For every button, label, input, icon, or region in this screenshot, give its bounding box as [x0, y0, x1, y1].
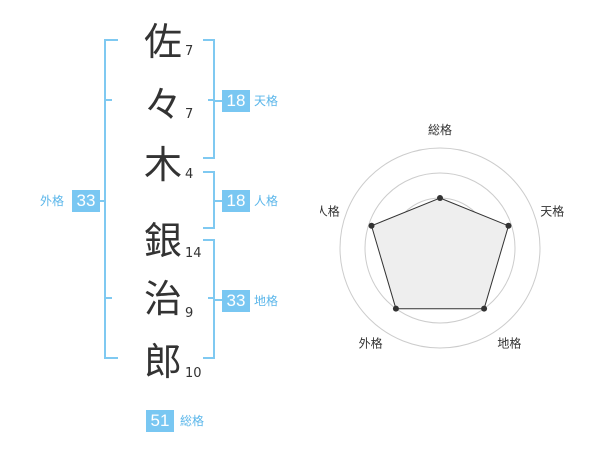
radar-axis-label-3: 地格: [497, 335, 521, 350]
radar-point-3: [481, 305, 488, 312]
stroke-count-6: 10: [185, 366, 202, 381]
radar-axis-label-5: 人格: [320, 204, 340, 219]
radar-ring-4: [339, 147, 541, 349]
jinkaku-label: 人格: [254, 194, 279, 208]
tenkaku-value-badge: 18: [222, 90, 250, 112]
name-char-4: 銀: [143, 219, 182, 263]
jinkaku-value-badge: 18: [222, 190, 250, 212]
gaikaku-value-badge: 33: [72, 190, 100, 212]
chikaku-label: 地格: [254, 294, 279, 308]
tenkaku-label: 天格: [254, 94, 279, 108]
gaikaku-label: 外格: [40, 194, 65, 208]
stroke-count-2: 7: [185, 107, 194, 122]
radar-series-polygon: [370, 197, 510, 310]
name-char-1: 佐: [143, 20, 182, 64]
gaikaku-bracket: [104, 39, 118, 359]
stroke-count-3: 4: [185, 167, 194, 182]
radar-point-2: [505, 222, 512, 229]
stroke-count-1: 7: [185, 44, 194, 59]
name-char-2: 々: [143, 83, 182, 127]
stroke-count-4: 14: [185, 246, 202, 261]
radar-axis-label-4: 外格: [359, 335, 383, 350]
radar-axis-label-2: 天格: [540, 204, 564, 219]
radar-point-4: [392, 305, 399, 312]
stroke-count-5: 9: [185, 306, 194, 321]
chikaku-value-badge: 33: [222, 290, 250, 312]
name-char-3: 木: [143, 143, 182, 187]
name-char-6: 郎: [143, 340, 182, 384]
soukaku-label: 総格: [180, 414, 205, 428]
radar-axis-label-1: 総格: [428, 122, 452, 137]
soukaku-value-badge: 51: [146, 410, 174, 432]
radar-point-5: [368, 222, 375, 229]
name-char-5: 治: [143, 277, 182, 321]
radar-point-1: [437, 195, 443, 201]
radar-ring-3: [364, 172, 516, 324]
